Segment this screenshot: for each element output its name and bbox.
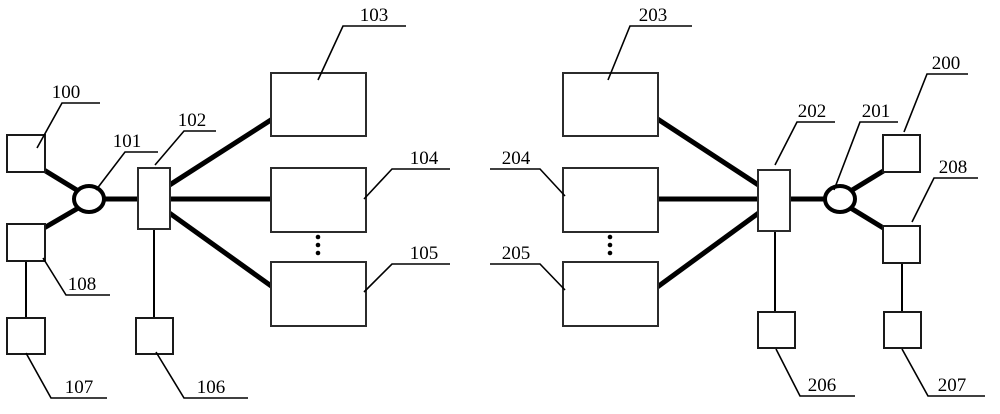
- ref-label-101: 101: [113, 131, 142, 152]
- right-ellipsis: [607, 234, 613, 256]
- leader-207: [901, 348, 985, 397]
- ref-label-105: 105: [410, 243, 439, 264]
- node-box-102[interactable]: [137, 167, 171, 230]
- right-leaders: [490, 25, 985, 397]
- leader-107: [25, 352, 107, 399]
- ref-label-107: 107: [65, 377, 94, 398]
- leader-200: [903, 73, 968, 133]
- leader-103: [317, 25, 406, 81]
- leader-203: [607, 25, 692, 81]
- ref-label-102: 102: [178, 110, 207, 131]
- leader-202: [774, 121, 835, 166]
- node-box-200[interactable]: [882, 134, 921, 173]
- ref-label-207: 207: [938, 375, 967, 396]
- leader-205: [490, 263, 566, 291]
- node-box-108[interactable]: [6, 223, 46, 262]
- node-box-106[interactable]: [135, 317, 174, 355]
- node-box-100[interactable]: [6, 134, 46, 173]
- node-box-206[interactable]: [757, 311, 796, 349]
- node-box-107[interactable]: [6, 317, 46, 355]
- ref-label-108: 108: [68, 274, 97, 295]
- node-box-208[interactable]: [882, 225, 921, 264]
- ref-label-202: 202: [798, 101, 827, 122]
- node-box-207[interactable]: [883, 311, 922, 349]
- link-201-to-208: [847, 204, 887, 232]
- left-ellipsis: [315, 234, 321, 256]
- ref-label-205: 205: [502, 243, 531, 264]
- node-box-103[interactable]: [270, 72, 367, 137]
- ref-label-106: 106: [197, 377, 226, 398]
- node-box-204[interactable]: [562, 167, 659, 233]
- leader-108: [42, 257, 110, 296]
- ref-label-201: 201: [862, 101, 891, 122]
- ref-label-204: 204: [502, 148, 531, 169]
- left-leaders: [25, 25, 450, 399]
- ref-label-200: 200: [932, 53, 961, 74]
- leader-105: [363, 263, 450, 293]
- link-205-to-202: [654, 209, 762, 291]
- link-201-to-200: [847, 167, 887, 195]
- node-box-105[interactable]: [270, 261, 367, 327]
- link-100-to-101: [42, 167, 82, 195]
- leader-102: [154, 130, 216, 166]
- leader-206: [775, 348, 855, 397]
- node-circle-101[interactable]: [72, 184, 106, 214]
- link-102-to-105: [166, 209, 276, 291]
- right-nodes: [562, 72, 922, 349]
- node-box-203[interactable]: [562, 72, 659, 137]
- link-203-to-202: [654, 115, 762, 189]
- leader-106: [155, 351, 248, 399]
- right-labels: 203 204 205 202 201 200 208 206 207: [502, 5, 968, 396]
- ref-label-208: 208: [939, 157, 968, 178]
- node-box-202[interactable]: [757, 169, 791, 232]
- leader-104: [363, 168, 450, 200]
- leader-204: [490, 168, 566, 197]
- right-connections: [654, 115, 903, 313]
- leader-201: [833, 121, 898, 191]
- ref-label-104: 104: [410, 148, 439, 169]
- ref-label-203: 203: [639, 5, 668, 26]
- ref-label-103: 103: [360, 5, 389, 26]
- leader-208: [911, 177, 978, 223]
- ref-label-206: 206: [808, 375, 837, 396]
- link-108-to-101: [42, 204, 82, 231]
- left-connections: [25, 115, 276, 319]
- leader-100: [36, 102, 100, 149]
- link-102-to-103: [166, 115, 276, 189]
- left-labels: 100 101 102 103 104 105 106 107 108: [52, 5, 439, 398]
- ref-label-100: 100: [52, 82, 81, 103]
- node-box-205[interactable]: [562, 261, 659, 327]
- leader-101: [95, 151, 158, 191]
- node-circle-201[interactable]: [823, 184, 857, 214]
- left-nodes: [6, 72, 367, 355]
- node-box-104[interactable]: [270, 167, 367, 233]
